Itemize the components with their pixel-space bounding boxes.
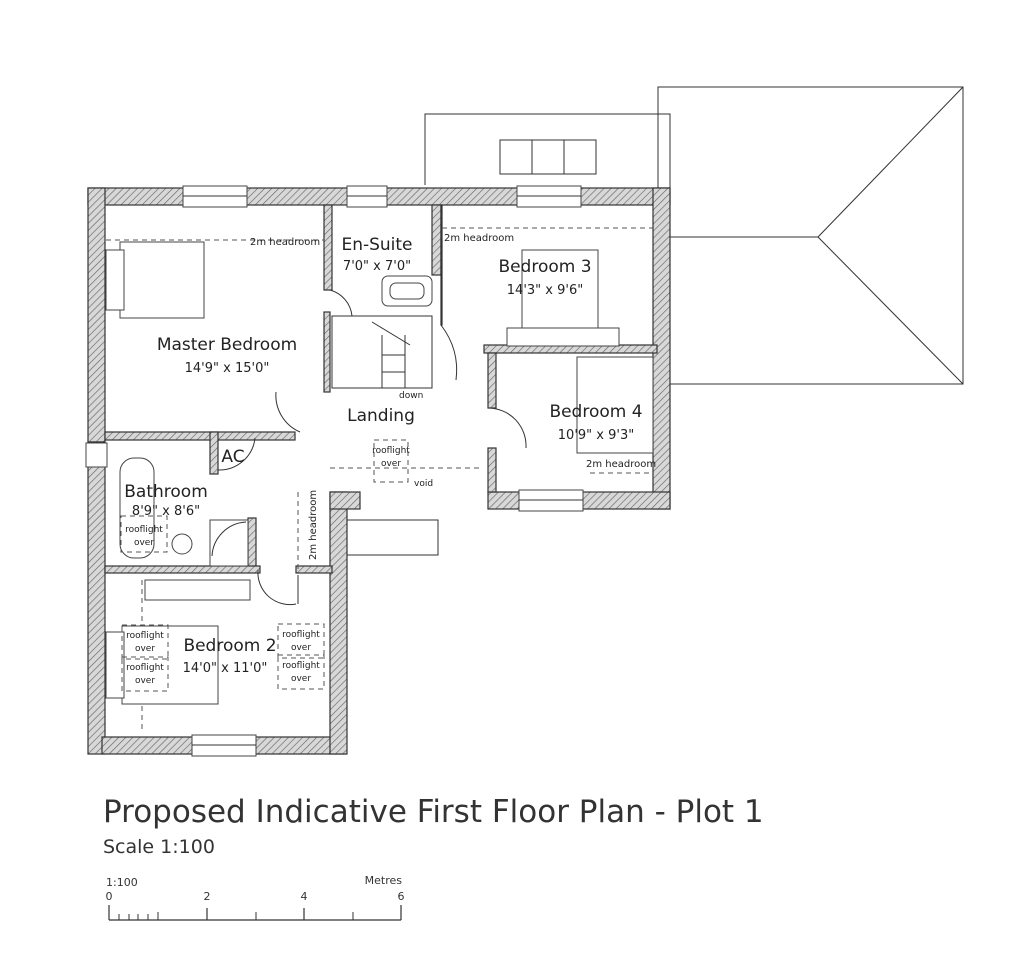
master-bedroom-label: Master Bedroom <box>157 335 297 355</box>
rooflight-note-bed2b: rooflight <box>126 663 164 673</box>
adjoining-roof <box>657 86 964 385</box>
scale-bar-tick-0: 0 <box>106 890 113 903</box>
scale-bar: 1:100 Metres 0 2 4 6 <box>106 874 405 921</box>
master-bedroom-dims: 14'9" x 15'0" <box>185 361 270 376</box>
furniture <box>105 241 654 705</box>
rooflight-over-bed2d: over <box>291 674 311 684</box>
scale-bar-ratio: 1:100 <box>106 876 138 889</box>
rooflight-over-bed2b: over <box>135 676 155 686</box>
stairs-down-note: down <box>399 391 423 401</box>
headroom-note-bed4: 2m headroom <box>586 459 656 470</box>
rooflight-over-landing: over <box>381 459 401 469</box>
bathroom-label: Bathroom <box>124 482 208 502</box>
bathroom-dims: 8'9" x 8'6" <box>132 504 200 519</box>
headroom-note-master: 2m headroom <box>250 237 320 248</box>
ac-label: AC <box>221 447 244 467</box>
rooflight-note-bed2d: rooflight <box>282 661 320 671</box>
internal-walls <box>104 204 658 574</box>
headroom-note-hall: 2m headroom <box>308 490 319 560</box>
headroom-note-bed3: 2m headroom <box>444 233 514 244</box>
porch-roof <box>342 519 439 556</box>
rooflight-note-bed2c: rooflight <box>282 630 320 640</box>
staircase <box>331 315 433 389</box>
scale-bar-tick-2: 2 <box>204 890 211 903</box>
windows <box>85 185 584 757</box>
bedroom-2-label: Bedroom 2 <box>183 636 276 656</box>
scale-bar-tick-4: 4 <box>301 890 308 903</box>
rooflight-note-bed2a: rooflight <box>126 631 164 641</box>
landing-label: Landing <box>347 406 415 426</box>
en-suite-dims: 7'0" x 7'0" <box>343 259 411 274</box>
scale-bar-unit: Metres <box>365 874 403 887</box>
void-note: void <box>414 479 433 489</box>
bedroom-3-label: Bedroom 3 <box>498 257 591 277</box>
floor-plan: Master Bedroom 14'9" x 15'0" En-Suite 7'… <box>85 86 964 757</box>
en-suite-label: En-Suite <box>341 235 412 255</box>
rooflight-note-landing: rooflight <box>372 446 410 456</box>
rooflight-note-bath: rooflight <box>125 525 163 535</box>
bedroom-3-dims: 14'3" x 9'6" <box>507 283 583 298</box>
rooflight-over-bed2c: over <box>291 643 311 653</box>
garage-roof <box>424 113 671 190</box>
scale-bar-tick-6: 6 <box>398 890 405 903</box>
bedroom-4-label: Bedroom 4 <box>549 402 642 422</box>
door-swings <box>217 289 527 606</box>
drawing-title: Proposed Indicative First Floor Plan - P… <box>103 794 764 830</box>
bedroom-2-dims: 14'0" x 11'0" <box>183 661 268 676</box>
scale-note: Scale 1:100 <box>103 836 215 858</box>
rooflights <box>120 439 409 692</box>
rooflight-over-bath: over <box>134 538 154 548</box>
bedroom-4-dims: 10'9" x 9'3" <box>558 428 634 443</box>
rooflight-over-bed2a: over <box>135 644 155 654</box>
